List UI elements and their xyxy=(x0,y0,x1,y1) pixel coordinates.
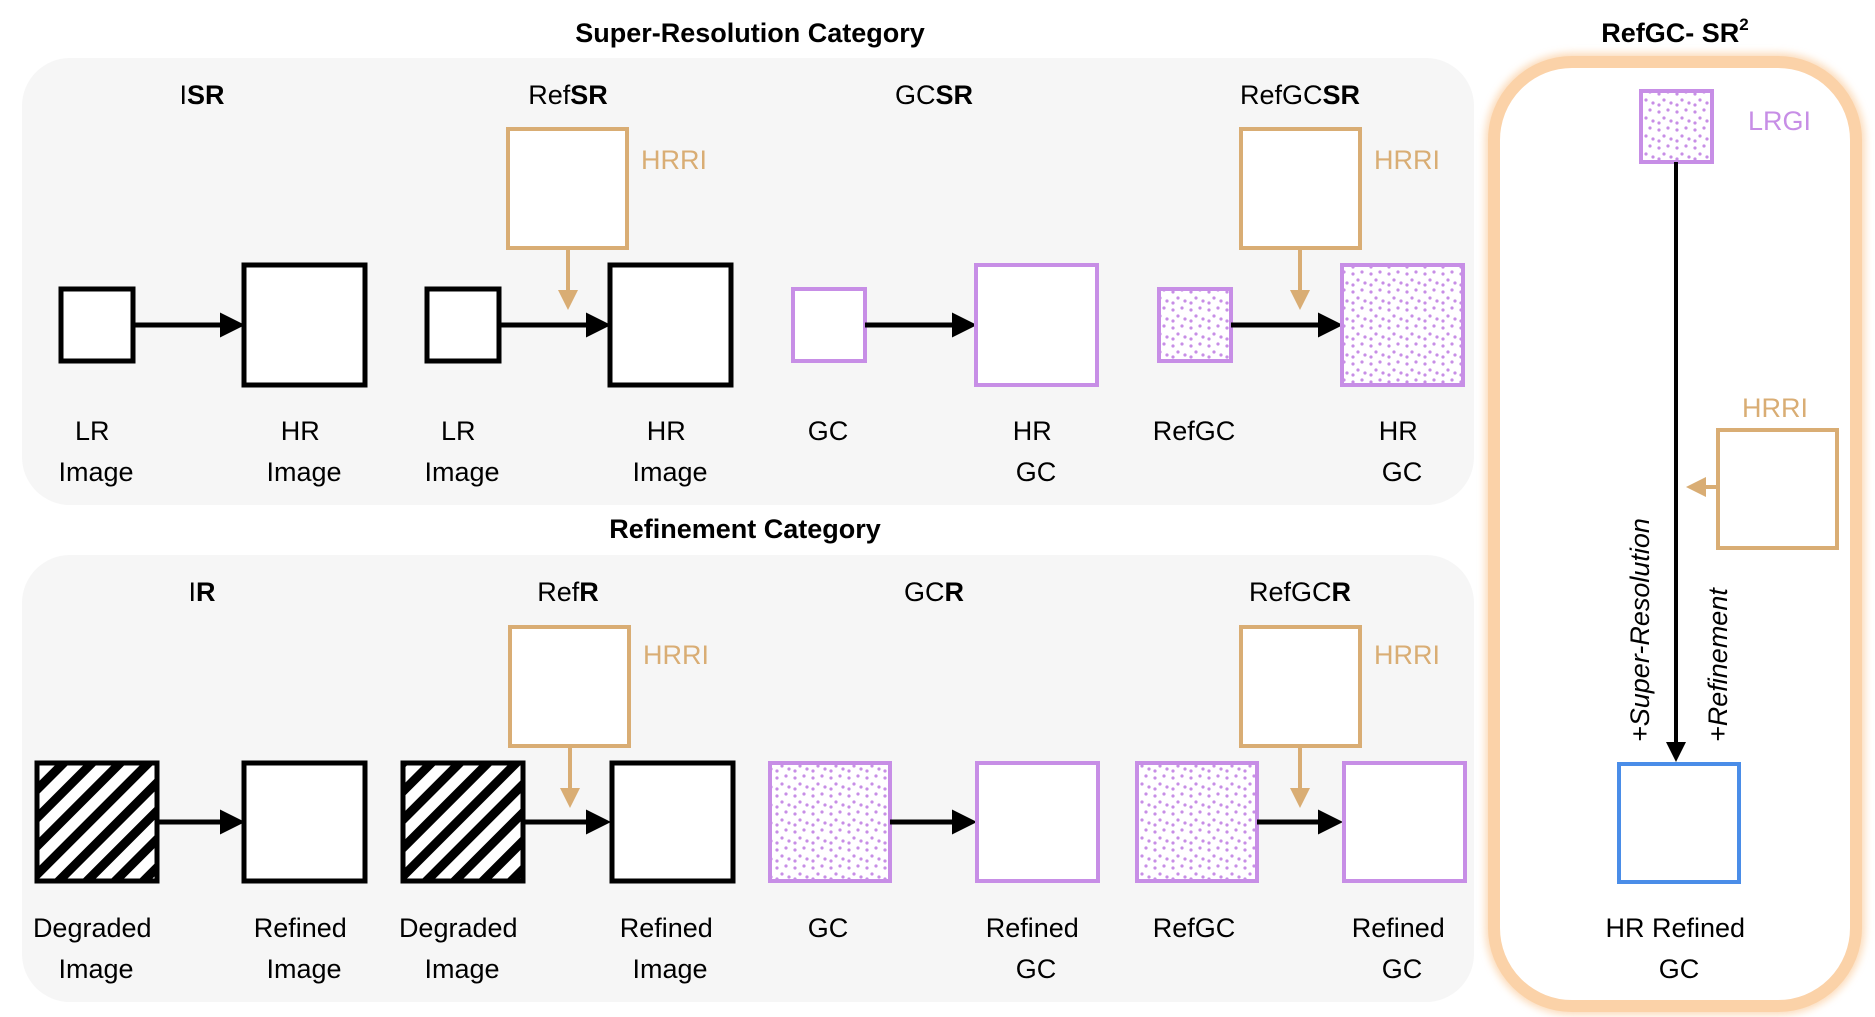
lr-image-box xyxy=(424,286,502,364)
hr-gc-box xyxy=(974,263,1099,387)
refined-image-box xyxy=(241,760,368,884)
refr-input-label: Degraded Image xyxy=(399,913,525,984)
refgcsr-output-label: HR GC xyxy=(1379,416,1426,487)
refinement-section-panel xyxy=(22,555,1474,1002)
refgcr-ref-label: HRRI xyxy=(1374,640,1440,670)
refinement-section-title: Refinement Category xyxy=(609,514,881,544)
refgc-box xyxy=(1157,287,1233,363)
refgc-box xyxy=(1135,761,1259,883)
refsr-ref-label: HRRI xyxy=(641,145,707,175)
hrri-box xyxy=(506,127,629,250)
refined-gc-box xyxy=(975,761,1100,883)
ir-output-label: Refined Image xyxy=(254,913,355,984)
refgcsr-input-label: RefGC xyxy=(1153,416,1236,446)
refinement-step-label: +Refinement xyxy=(1703,587,1733,742)
refgcr-input-label: RefGC xyxy=(1153,913,1236,943)
refr-heading: RefR xyxy=(537,577,599,607)
refgcr-panel: RefGCR HRRI RefGC Refined GC xyxy=(1135,577,1467,984)
hrri-box xyxy=(1239,625,1362,748)
lr-image-box xyxy=(58,286,136,364)
degraded-image-box xyxy=(34,760,160,884)
refined-image-box xyxy=(609,760,736,884)
refgcsr-panel: RefGCSR HRRI RefGC HR GC xyxy=(1153,80,1465,487)
refgcsr-heading: RefGCSR xyxy=(1240,80,1360,110)
gc-box xyxy=(768,761,892,883)
hrri-box xyxy=(508,625,631,748)
hrri-box xyxy=(1716,428,1839,550)
refr-ref-label: HRRI xyxy=(643,640,709,670)
ir-heading: IR xyxy=(188,577,215,607)
refined-gc-box xyxy=(1342,761,1467,883)
refsr-output-label: HR Image xyxy=(632,416,707,487)
ir-panel: IR Degraded Image Refined Image xyxy=(33,577,368,984)
gcsr-panel: GCSR GC HR GC xyxy=(791,80,1099,487)
refr-panel: RefR HRRI Degraded Image Refined Image xyxy=(399,577,736,984)
refgcr-output-label: Refined GC xyxy=(1352,913,1453,984)
gcsr-output-label: HR GC xyxy=(1013,416,1060,487)
ir-input-label: Degraded Image xyxy=(33,913,159,984)
method-title: RefGC- SR2 xyxy=(1601,15,1748,48)
sr-section-panel xyxy=(22,58,1474,505)
method-output-label: HR Refined GC xyxy=(1605,913,1752,984)
degraded-image-box xyxy=(400,760,526,884)
hr-image-box xyxy=(241,262,368,388)
gcr-input-label: GC xyxy=(808,913,849,943)
isr-input-label: LR Image xyxy=(58,416,133,487)
hr-refined-gc-box xyxy=(1617,762,1741,884)
hrri-box xyxy=(1239,127,1362,250)
isr-heading: ISR xyxy=(179,80,224,110)
gcr-panel: GCR GC Refined GC xyxy=(768,577,1100,984)
refgcsr-ref-label: HRRI xyxy=(1374,145,1440,175)
lrgi-box xyxy=(1639,89,1714,164)
super-resolution-step-label: +Super-Resolution xyxy=(1625,518,1655,742)
refsr-panel: RefSR HRRI LR Image HR Image xyxy=(424,80,734,487)
gcr-output-label: Refined GC xyxy=(986,913,1087,984)
refr-output-label: Refined Image xyxy=(620,913,721,984)
method-ref-label: HRRI xyxy=(1742,393,1808,423)
gc-box xyxy=(791,287,867,363)
refsr-heading: RefSR xyxy=(528,80,608,110)
hr-gc-box xyxy=(1340,263,1465,387)
hr-image-box xyxy=(607,262,734,388)
refsr-input-label: LR Image xyxy=(424,416,499,487)
gcr-heading: GCR xyxy=(904,577,964,607)
isr-panel: ISR LR Image HR Image xyxy=(58,80,368,487)
sr-section-title: Super-Resolution Category xyxy=(575,18,925,48)
isr-output-label: HR Image xyxy=(266,416,341,487)
lrgi-label: LRGI xyxy=(1748,106,1811,136)
gcsr-input-label: GC xyxy=(808,416,849,446)
gcsr-heading: GCSR xyxy=(895,80,973,110)
refgcr-heading: RefGCR xyxy=(1249,577,1351,607)
